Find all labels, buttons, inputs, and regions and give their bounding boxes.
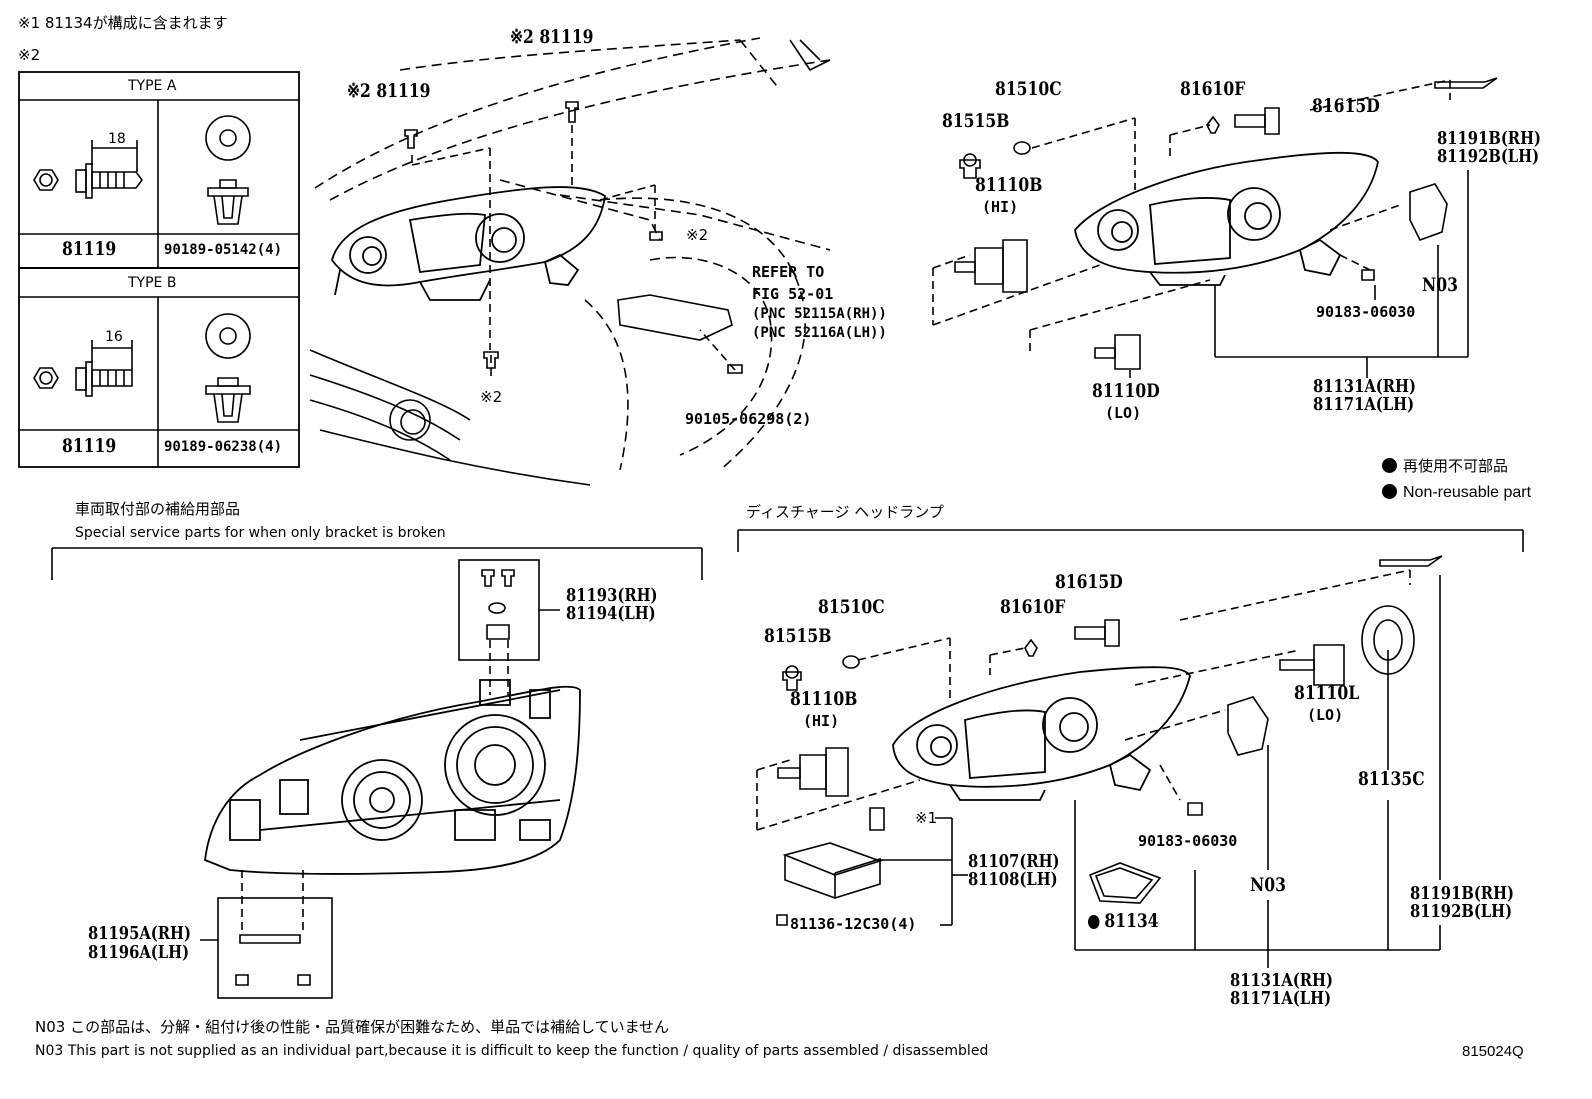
type-b-clip-drawing bbox=[205, 313, 251, 423]
bracket-leader-lines bbox=[241, 640, 509, 930]
label-81192b: 81192B(LH) bbox=[1437, 146, 1540, 167]
d-label-81191b: 81191B(RH) bbox=[1410, 883, 1515, 904]
d-label-81615d: 81615D bbox=[1055, 571, 1123, 593]
type-b-dimension: 16 bbox=[105, 329, 123, 345]
d-label-mark1: ※1 bbox=[915, 809, 938, 827]
d-label-90183: 90183-06030 bbox=[1138, 832, 1238, 850]
refer-to-label: REFER TO bbox=[752, 263, 825, 281]
label-lo: (LO) bbox=[1105, 404, 1142, 422]
d-label-81131a: 81131A(RH) bbox=[1230, 970, 1333, 991]
d-label-81110l: 81110L bbox=[1294, 682, 1360, 704]
type-b-title: TYPE B bbox=[128, 275, 177, 291]
top-right-solid-leaders bbox=[1129, 170, 1469, 378]
fig-reference: FIG 52-01 bbox=[752, 285, 834, 303]
d-label-81136: 81136-12C30(4) bbox=[790, 915, 917, 933]
d-label-n03: N03 bbox=[1250, 874, 1286, 896]
label-mark2-right: ※2 bbox=[686, 226, 709, 244]
label-n03: N03 bbox=[1422, 274, 1458, 296]
label-81510c: 81510C bbox=[995, 78, 1062, 100]
label-81110d: 81110D bbox=[1092, 380, 1160, 402]
non-reusable-dot-icon bbox=[1382, 484, 1397, 499]
label-90105-06298: 90105-06298(2) bbox=[685, 410, 812, 428]
label-90183-06030: 90183-06030 bbox=[1316, 303, 1416, 321]
type-a-bolt-drawing bbox=[33, 140, 143, 199]
label-hi: (HI) bbox=[982, 198, 1019, 216]
type-b-part-clip: 90189-06238(4) bbox=[164, 439, 283, 455]
top-right-leader-lines bbox=[932, 79, 1451, 352]
discharge-leader-lines bbox=[756, 569, 1411, 831]
type-b-part-bolt: 81119 bbox=[62, 435, 117, 457]
label-81195a: 81195A(RH) bbox=[88, 923, 191, 944]
label-81171a: 81171A(LH) bbox=[1313, 394, 1415, 415]
pnc-lh: (PNC 52116A(LH)) bbox=[752, 325, 887, 341]
footer-note-jp: N03 この部品は、分解・組付け後の性能・品質確保が困難なため、単品では補給して… bbox=[35, 1018, 670, 1036]
label-81110b: 81110B bbox=[975, 174, 1043, 196]
non-reusable-dot-icon bbox=[1088, 915, 1100, 929]
label-mark2-bottom: ※2 bbox=[480, 388, 503, 406]
d-label-81134: 81134 bbox=[1088, 912, 1159, 931]
top-center-leader-lines bbox=[411, 125, 736, 380]
label-81119-top: ※2 81119 bbox=[510, 26, 594, 48]
d-label-lo: (LO) bbox=[1307, 706, 1344, 724]
headlamp-rear-view bbox=[204, 679, 581, 875]
discharge-solid-leaders bbox=[880, 575, 1441, 968]
discharge-section-bracket bbox=[737, 529, 1524, 552]
label-81194: 81194(LH) bbox=[566, 603, 656, 624]
vehicle-bumper-lines bbox=[309, 39, 831, 486]
label-81196a: 81196A(LH) bbox=[88, 942, 190, 963]
non-reusable-dot-icon bbox=[1382, 458, 1397, 473]
discharge-title: ディスチャージ ヘッドランプ bbox=[746, 503, 944, 521]
d-label-81510c: 81510C bbox=[818, 596, 885, 618]
label-81119-left: ※2 81119 bbox=[347, 80, 431, 102]
type-a-part-bolt: 81119 bbox=[62, 238, 117, 260]
headlamp-top-center bbox=[331, 186, 606, 301]
top-center-fasteners bbox=[404, 101, 743, 374]
d-label-81192b: 81192B(LH) bbox=[1410, 901, 1513, 922]
legend-jp: 再使用不可部品 bbox=[1382, 458, 1508, 474]
bracket-screws bbox=[235, 569, 515, 986]
label-81193: 81193(RH) bbox=[566, 585, 658, 606]
type-a-clip-drawing bbox=[205, 115, 251, 225]
type-table-frame bbox=[18, 71, 300, 468]
label-81515b: 81515B bbox=[942, 110, 1010, 132]
bracket-title-en: Special service parts for when only brac… bbox=[75, 525, 446, 541]
type-a-title: TYPE A bbox=[128, 78, 177, 94]
footer-note-en: N03 This part is not supplied as an indi… bbox=[35, 1043, 989, 1059]
d-label-81610f: 81610F bbox=[1000, 596, 1066, 618]
headlamp-discharge bbox=[892, 666, 1191, 801]
label-81131a: 81131A(RH) bbox=[1313, 376, 1416, 397]
d-label-81515b: 81515B bbox=[764, 625, 832, 647]
d-label-81107: 81107(RH) bbox=[968, 851, 1060, 872]
label-81191b: 81191B(RH) bbox=[1437, 128, 1542, 149]
bumper-bracket-part bbox=[617, 294, 733, 341]
note-1: ※1 81134が構成に含まれます bbox=[18, 14, 228, 32]
type-a-dimension: 18 bbox=[108, 131, 126, 147]
legend-en: Non-reusable part bbox=[1382, 484, 1531, 501]
bracket-solid-leaders bbox=[200, 609, 560, 941]
label-81615d: 81615D bbox=[1312, 95, 1380, 117]
top-right-bulbs bbox=[954, 77, 1498, 370]
d-label-81108: 81108(LH) bbox=[968, 869, 1058, 890]
bracket-title-jp: 車両取付部の補給用部品 bbox=[75, 500, 241, 518]
type-a-part-clip: 90189-05142(4) bbox=[164, 242, 283, 258]
type-b-bolt-drawing bbox=[33, 340, 133, 397]
d-label-hi: (HI) bbox=[803, 712, 840, 730]
d-label-81171a: 81171A(LH) bbox=[1230, 988, 1332, 1009]
d-label-81135c: 81135C bbox=[1358, 768, 1425, 790]
label-81610f: 81610F bbox=[1180, 78, 1246, 100]
vehicle-body-outline bbox=[314, 37, 831, 471]
note-2: ※2 bbox=[18, 46, 41, 64]
discharge-parts bbox=[776, 555, 1443, 926]
d-label-81110b: 81110B bbox=[790, 688, 858, 710]
headlamp-top-right bbox=[1074, 151, 1379, 286]
pnc-rh: (PNC 52115A(RH)) bbox=[752, 306, 887, 322]
figure-code: 815024Q bbox=[1462, 1043, 1524, 1060]
